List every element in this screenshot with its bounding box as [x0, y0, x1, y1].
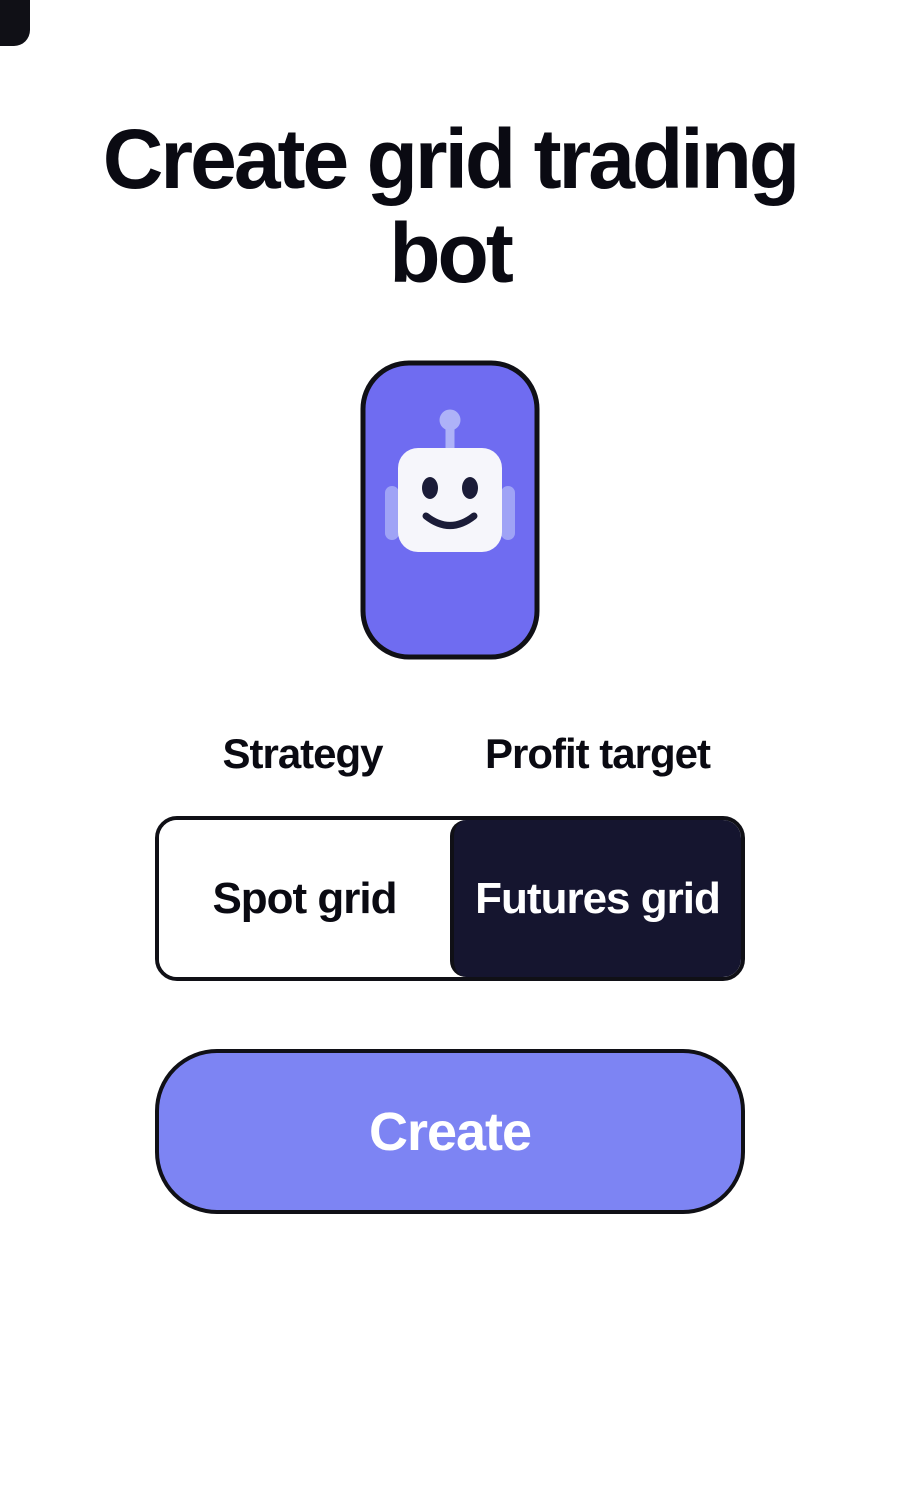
segment-option-futures-grid[interactable]: Futures grid — [450, 820, 741, 978]
segment-labels-row: Strategy Profit target — [155, 730, 745, 778]
strategy-label: Strategy — [222, 730, 383, 778]
profit-target-label: Profit target — [484, 730, 711, 778]
screen-corner-artifact — [0, 0, 30, 46]
page-title-line-2: bot — [389, 206, 514, 301]
segment-option-spot-grid[interactable]: Spot grid — [159, 820, 450, 978]
segment-option-spot-grid-label: Spot grid — [212, 873, 397, 923]
page-title-line-1: Create grid trading — [102, 112, 800, 206]
robot-face-icon — [360, 360, 540, 660]
page-title: Create grid trading bot — [0, 112, 900, 300]
segment-option-futures-grid-label: Futures grid — [475, 873, 721, 923]
robot-illustration-container — [0, 360, 900, 660]
create-button[interactable]: Create — [155, 1049, 745, 1215]
strategy-segmented-control: Spot grid Futures grid — [155, 816, 745, 982]
